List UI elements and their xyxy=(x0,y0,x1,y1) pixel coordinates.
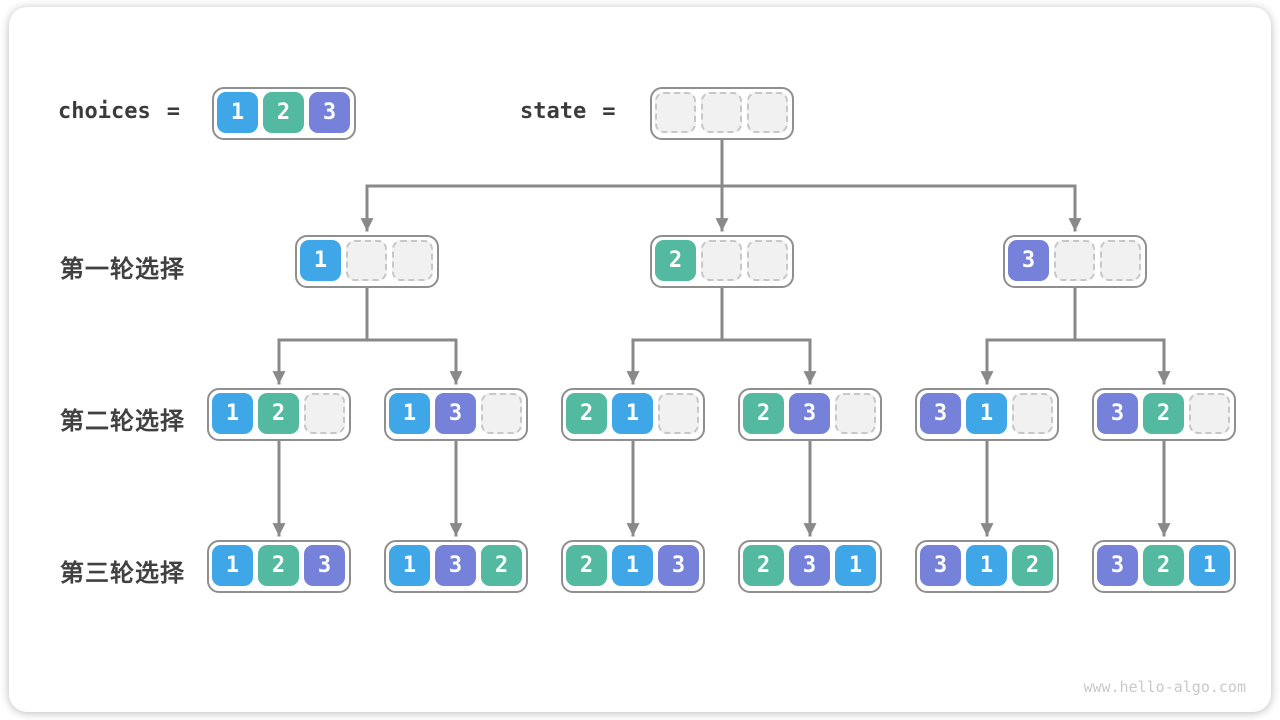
state-cell: 1 xyxy=(389,545,430,586)
state-cell: 1 xyxy=(966,545,1007,586)
state-node-321: 3 2 1 xyxy=(1092,540,1236,593)
choices-cell: 1 xyxy=(217,92,258,133)
state-cell: 2 xyxy=(566,393,607,434)
state-cell: 3 xyxy=(1008,240,1049,281)
state-node-3: 3 xyxy=(1003,235,1147,288)
state-cell: 2 xyxy=(1143,545,1184,586)
state-array-root xyxy=(650,87,794,140)
watermark: www.hello-algo.com xyxy=(1083,678,1246,696)
state-node-312: 3 1 2 xyxy=(915,540,1059,593)
state-cell: 2 xyxy=(655,240,696,281)
choices-equals-sign: = xyxy=(166,99,180,124)
state-cell: 3 xyxy=(658,545,699,586)
state-cell: 3 xyxy=(789,393,830,434)
state-cell: 3 xyxy=(920,393,961,434)
state-node-231: 2 3 1 xyxy=(738,540,882,593)
state-cell: 3 xyxy=(304,545,345,586)
state-cell xyxy=(747,92,788,133)
state-cell: 1 xyxy=(612,393,653,434)
state-equals-sign: = xyxy=(602,99,616,124)
round-2-label: 第二轮选择 xyxy=(60,408,185,435)
choices-cell: 2 xyxy=(263,92,304,133)
state-node-123: 1 2 3 xyxy=(207,540,351,593)
state-cell: 2 xyxy=(1012,545,1053,586)
state-node-213: 2 1 3 xyxy=(561,540,705,593)
state-cell: 3 xyxy=(435,545,476,586)
state-cell xyxy=(1100,240,1141,281)
state-cell: 2 xyxy=(1143,393,1184,434)
choices-cell: 3 xyxy=(309,92,350,133)
state-cell: 1 xyxy=(612,545,653,586)
state-node-23: 2 3 xyxy=(738,388,882,441)
state-cell: 1 xyxy=(966,393,1007,434)
state-cell xyxy=(1054,240,1095,281)
state-cell: 2 xyxy=(258,393,299,434)
state-cell xyxy=(481,393,522,434)
state-node-32: 3 2 xyxy=(1092,388,1236,441)
state-cell: 2 xyxy=(743,545,784,586)
state-cell xyxy=(346,240,387,281)
state-cell: 1 xyxy=(212,393,253,434)
state-cell: 2 xyxy=(743,393,784,434)
state-cell: 3 xyxy=(789,545,830,586)
diagram-card xyxy=(9,7,1271,712)
round-3-label: 第三轮选择 xyxy=(60,560,185,587)
state-cell xyxy=(304,393,345,434)
state-node-13: 1 3 xyxy=(384,388,528,441)
state-cell xyxy=(655,92,696,133)
state-node-132: 1 3 2 xyxy=(384,540,528,593)
state-cell: 3 xyxy=(920,545,961,586)
state-cell: 2 xyxy=(258,545,299,586)
state-cell: 1 xyxy=(300,240,341,281)
state-cell xyxy=(747,240,788,281)
state-cell: 1 xyxy=(212,545,253,586)
state-cell xyxy=(1189,393,1230,434)
state-cell xyxy=(392,240,433,281)
choices-label: choices = xyxy=(58,99,180,124)
round-1-label: 第一轮选择 xyxy=(60,256,185,283)
state-node-31: 3 1 xyxy=(915,388,1059,441)
state-cell xyxy=(701,240,742,281)
choices-array: 1 2 3 xyxy=(212,87,356,140)
state-cell xyxy=(1012,393,1053,434)
state-node-21: 2 1 xyxy=(561,388,705,441)
state-cell: 3 xyxy=(1097,393,1138,434)
state-cell: 2 xyxy=(566,545,607,586)
state-cell: 3 xyxy=(1097,545,1138,586)
state-node-1: 1 xyxy=(295,235,439,288)
state-label-text: state xyxy=(520,99,587,124)
state-node-2: 2 xyxy=(650,235,794,288)
state-cell: 2 xyxy=(481,545,522,586)
choices-label-text: choices xyxy=(58,99,151,124)
state-label: state = xyxy=(520,99,615,124)
state-cell xyxy=(701,92,742,133)
state-cell xyxy=(835,393,876,434)
state-cell: 1 xyxy=(1189,545,1230,586)
state-cell xyxy=(658,393,699,434)
state-cell: 3 xyxy=(435,393,476,434)
state-node-12: 1 2 xyxy=(207,388,351,441)
state-cell: 1 xyxy=(835,545,876,586)
state-cell: 1 xyxy=(389,393,430,434)
